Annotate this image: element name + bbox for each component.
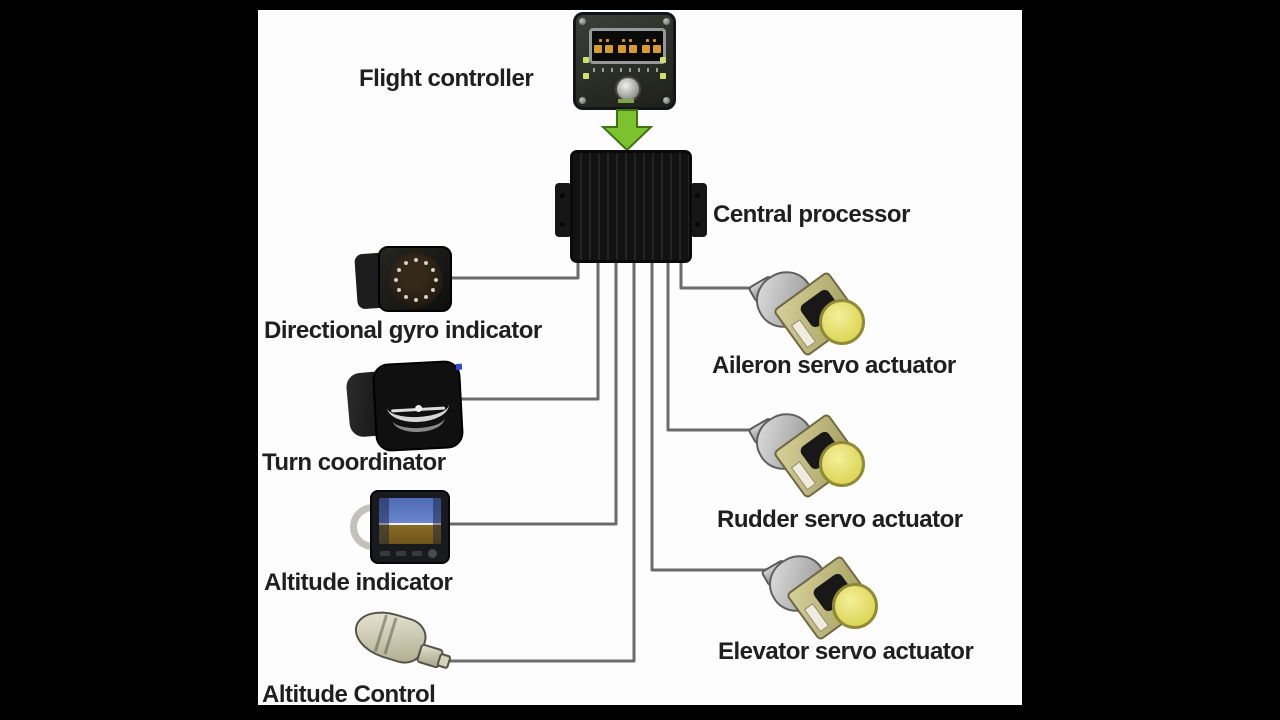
flight-controller-image <box>573 12 676 110</box>
panel-button-icon <box>660 57 666 63</box>
aileron-servo-image <box>746 261 876 358</box>
central-processor-label: Central processor <box>713 201 910 228</box>
turn-coordinator-image <box>345 358 465 453</box>
indicator-light <box>455 363 463 370</box>
screw-icon <box>579 97 586 104</box>
gyro-dial-dots <box>389 253 443 307</box>
screw-icon <box>663 18 670 25</box>
altitude-control-image <box>348 603 452 680</box>
mount-clip <box>350 504 378 550</box>
processor-mount-tab <box>690 183 707 237</box>
altitude-indicator-label: Altitude indicator <box>264 569 453 596</box>
attitude-screen <box>379 498 441 544</box>
directional-gyro-label: Directional gyro indicator <box>264 317 542 344</box>
altitude-indicator-image <box>350 488 452 566</box>
panel-mark <box>618 99 634 103</box>
panel-button-icon <box>660 73 666 79</box>
processor-mount-tab <box>555 183 572 237</box>
elevator-servo-image <box>759 545 889 642</box>
rudder-servo-label: Rudder servo actuator <box>717 506 963 533</box>
screw-icon <box>663 97 670 104</box>
directional-gyro-image <box>354 246 452 314</box>
central-processor-image <box>570 150 692 263</box>
panel-button-icon <box>583 57 589 63</box>
elevator-servo-label: Elevator servo actuator <box>718 638 974 665</box>
turn-coordinator-label: Turn coordinator <box>262 449 446 476</box>
altitude-control-label: Altitude Control <box>262 681 436 708</box>
aileron-servo-label: Aileron servo actuator <box>712 352 956 379</box>
panel-button-icon <box>583 73 589 79</box>
flight-controller-display <box>589 28 666 64</box>
screw-icon <box>579 18 586 25</box>
panel-tick-marks <box>593 68 659 72</box>
rudder-servo-image <box>746 403 876 500</box>
flight-controller-label: Flight controller <box>359 65 534 92</box>
